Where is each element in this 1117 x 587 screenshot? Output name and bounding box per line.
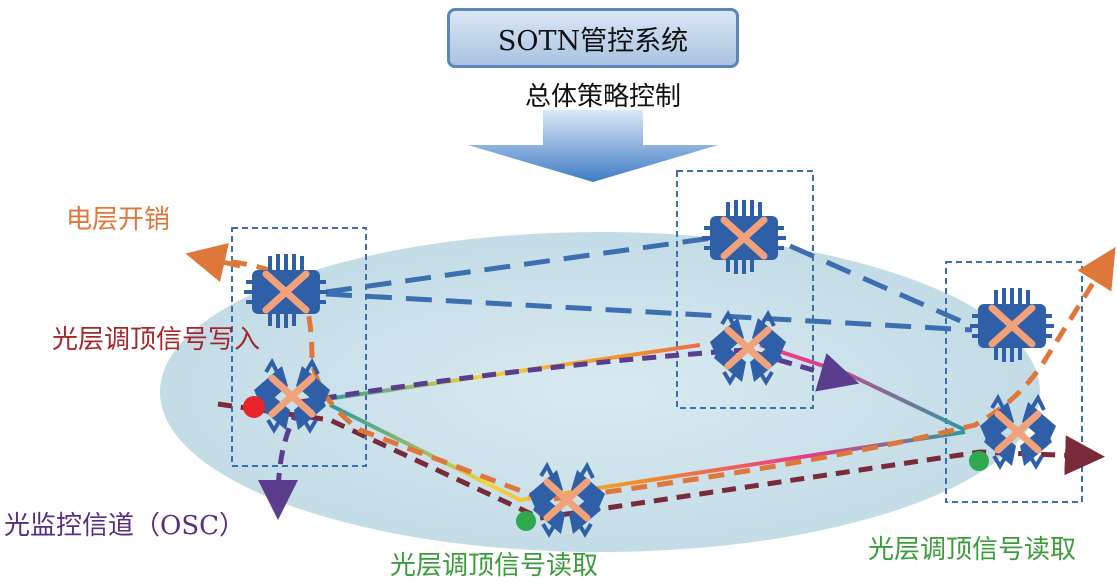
node-group-top bbox=[676, 170, 814, 409]
control-link-left-right bbox=[325, 291, 973, 333]
electrical-overhead-path bbox=[204, 247, 1116, 503]
node-group-left bbox=[231, 227, 367, 467]
control-link-left-top bbox=[325, 235, 713, 295]
tone-read-point-right bbox=[969, 451, 989, 471]
optical-tone-read-right-label: 光层调顶信号读取 bbox=[868, 535, 1077, 565]
electrical-overhead-label: 电层开销 bbox=[66, 205, 171, 235]
network-domain-ellipse bbox=[160, 232, 1040, 552]
electrical-overhead-start bbox=[185, 242, 241, 282]
sotn-control-system-box: SOTN管控系统 bbox=[447, 8, 739, 68]
osc-label: 光监控信道（OSC） bbox=[4, 511, 246, 541]
page-title: SOTN管控系统 bbox=[497, 25, 689, 57]
control-link-top-right bbox=[788, 243, 974, 329]
down-arrow-icon bbox=[468, 110, 718, 182]
tone-signal-path bbox=[217, 401, 1105, 521]
tone-write-point bbox=[243, 396, 265, 418]
optical-tone-read-center-label: 光层调顶信号读取 bbox=[390, 551, 599, 581]
optical-tone-write-label: 光层调顶信号写入 bbox=[52, 325, 261, 355]
policy-control-label: 总体策略控制 bbox=[525, 82, 682, 112]
node-group-right bbox=[945, 261, 1083, 503]
tone-read-point-center bbox=[516, 511, 536, 531]
optical-path-lower bbox=[329, 403, 966, 503]
osc-path bbox=[299, 347, 860, 405]
